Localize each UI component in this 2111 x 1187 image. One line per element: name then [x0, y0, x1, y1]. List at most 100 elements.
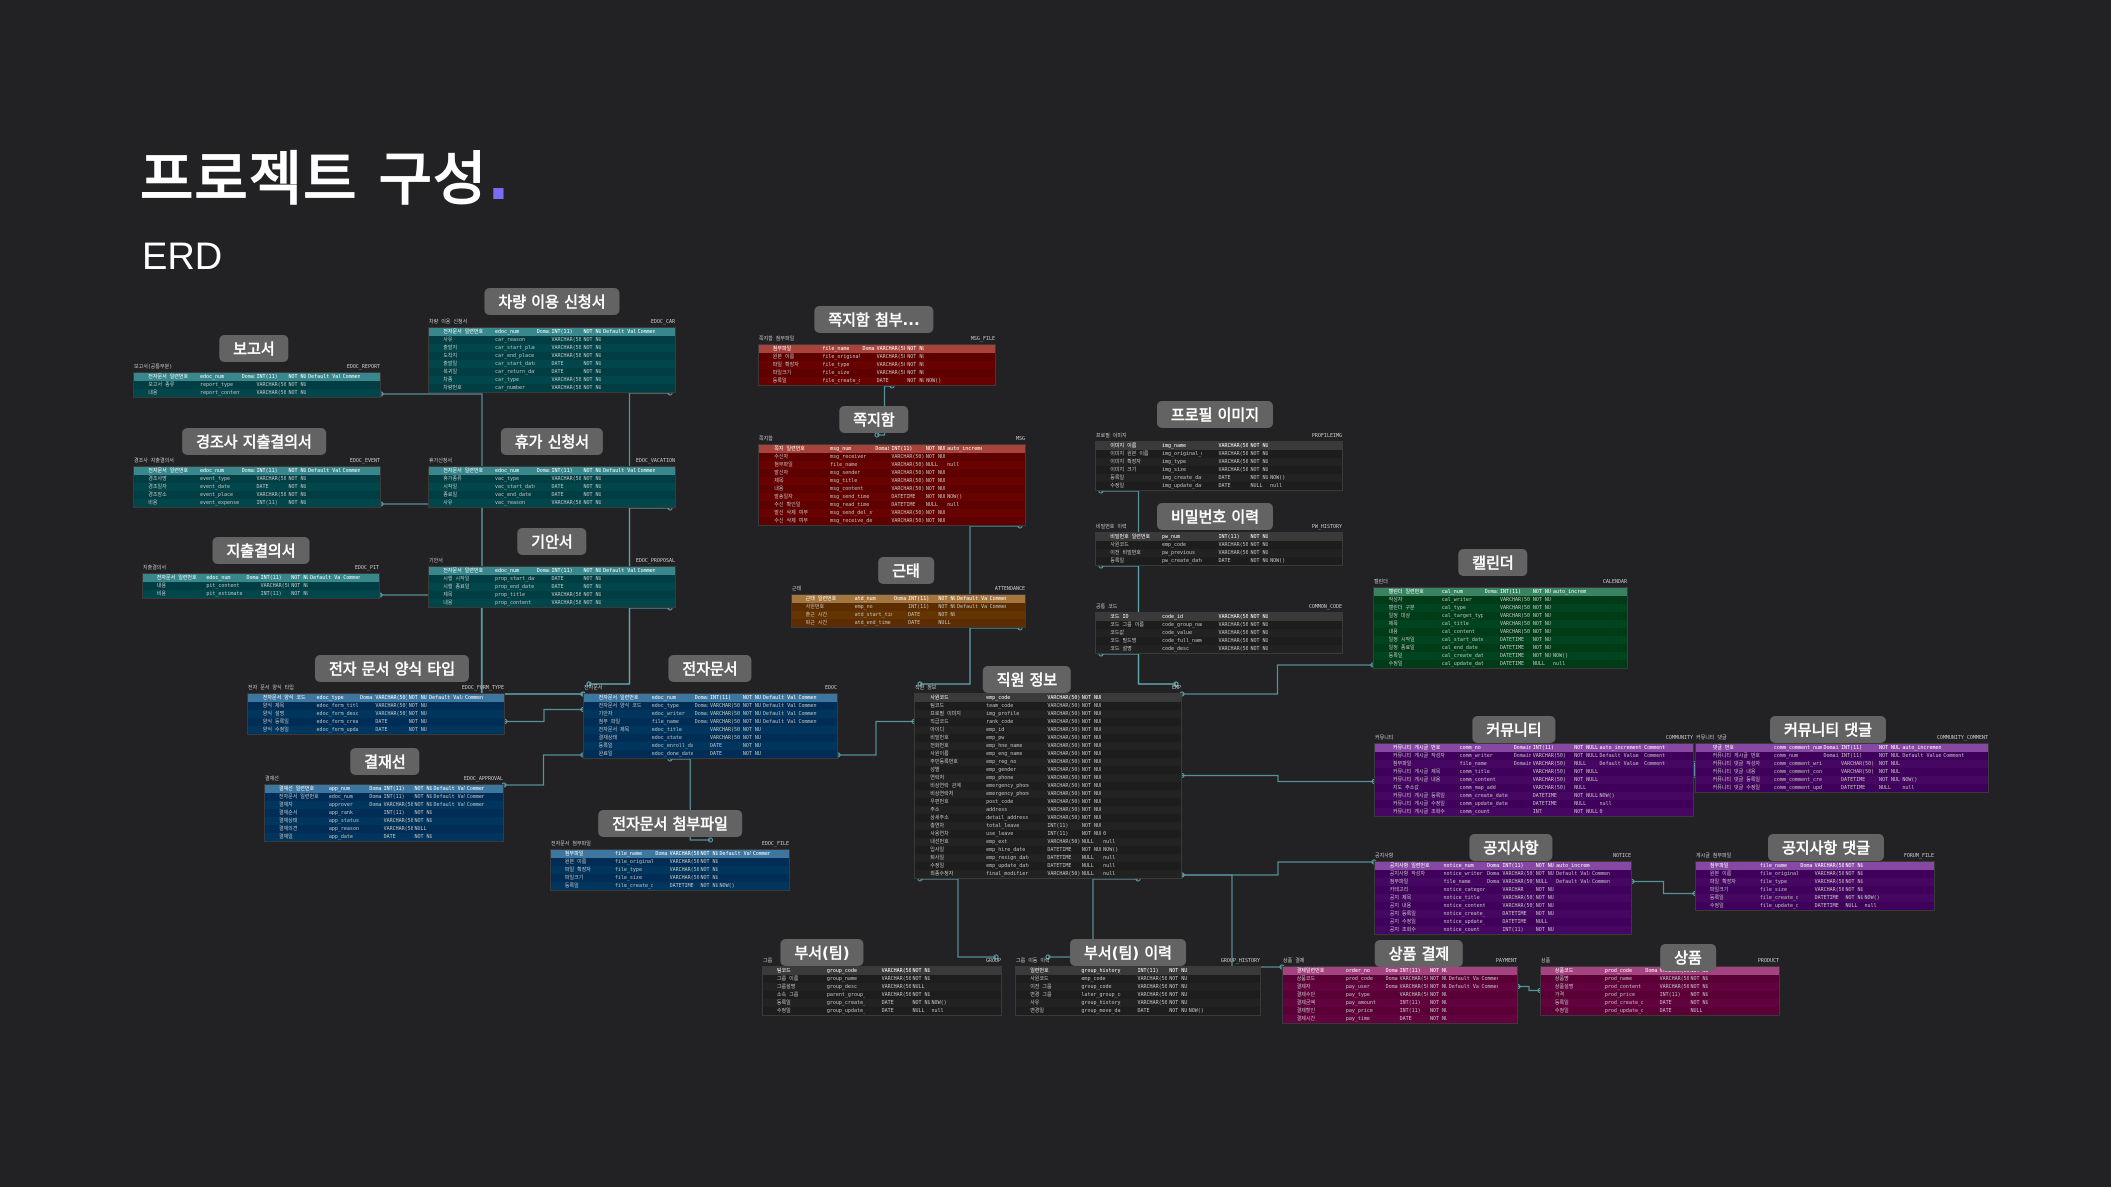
cell [483, 702, 503, 710]
cell: prod_code [1604, 968, 1632, 974]
cell [1642, 768, 1667, 776]
cell [143, 574, 155, 582]
cell [427, 726, 463, 734]
cell [483, 726, 503, 734]
cell: 파일크기 [564, 875, 584, 881]
cell: 결재상태 [278, 818, 298, 824]
entity-forumfile[interactable]: 게시글 첨부파일FORUM_FILE첨부파일file_nameDomainVAR… [1695, 852, 1935, 911]
cell [1283, 967, 1295, 975]
cell [915, 750, 928, 758]
cell: 그룹 이름 [776, 976, 799, 982]
cell [432, 825, 465, 833]
cell [1741, 1007, 1760, 1015]
cell: NOT NULL [1879, 769, 1901, 775]
cell: INT(11) [1841, 753, 1863, 759]
cell: prod_price [1604, 992, 1635, 998]
cell: NOT NULL [583, 576, 602, 582]
cell: file_original_name [822, 354, 861, 360]
cell [915, 790, 928, 798]
cell: Default Value [433, 786, 465, 792]
cell [1029, 790, 1045, 798]
cell [1374, 604, 1387, 612]
cell: 성별 [930, 767, 940, 773]
cell: 발신자 [774, 470, 789, 476]
cell [1138, 694, 1159, 702]
cell [1384, 1015, 1398, 1023]
entity-column-row: 결재자approverDomainVARCHAR(50)NOT NULLDefa… [265, 801, 503, 809]
cell: NOW() [1864, 895, 1880, 901]
cell [1138, 838, 1159, 846]
cell: 상세주소 [930, 815, 949, 821]
cell [1696, 760, 1711, 768]
cell: NOT NULL [925, 486, 945, 492]
cell: atd_start_time [854, 612, 893, 618]
cell [817, 694, 837, 702]
cell [1322, 637, 1342, 645]
entity-grouphistory[interactable]: 그룹 이동 이력GROUP_HISTORY일련번호group_history_n… [1015, 957, 1261, 1016]
entity-edocfile[interactable]: 전자문서 첨부파일EDOC_FILE첨부파일file_nameDomainVAR… [550, 840, 790, 891]
cell [341, 499, 361, 507]
cell [1303, 482, 1323, 490]
cell: 결제할인 [1296, 1008, 1316, 1014]
cell: NOT NULL [1081, 743, 1101, 749]
cell [360, 491, 380, 499]
cell [1202, 549, 1217, 557]
cell: prod_create_date [1604, 1000, 1644, 1006]
cell: edoc_num [494, 568, 520, 574]
cell [1006, 595, 1025, 603]
cell: VARCHAR(50) [891, 462, 924, 468]
cell: NOW() [1599, 793, 1615, 799]
cell [1863, 862, 1896, 870]
cell: NULL [1081, 839, 1094, 845]
cell [1096, 637, 1108, 645]
cell: NOT NULL [1845, 895, 1863, 901]
cell: INT(11) [1502, 863, 1524, 869]
cell: NOT NULL [1532, 621, 1551, 627]
cell [865, 1007, 879, 1015]
cell: file_size [614, 875, 642, 881]
cell [1374, 636, 1387, 644]
cell: NOT NULL [288, 382, 307, 388]
cell [1586, 652, 1606, 660]
cell: VARCHAR(50) [1047, 799, 1080, 805]
cell [265, 817, 277, 825]
cell: INT(11) [256, 468, 278, 474]
entity-msgfile[interactable]: 쪽지함 첨부파일MSG_FILE첨부파일file_nameDomainVARCH… [758, 335, 996, 386]
cell [1101, 726, 1138, 734]
cell [306, 381, 340, 389]
entity-payment[interactable]: 상품 결제PAYMENT결제일련번호order_noDomainINT(11)N… [1282, 957, 1518, 1024]
cell [601, 583, 635, 591]
cell: emp_ext [986, 839, 1008, 845]
cell: VARCHAR(50) [1499, 621, 1531, 627]
entity-product[interactable]: 상품PRODUCT상품코드prod_codeDomainVARCHAR(50)N… [1540, 957, 1780, 1016]
